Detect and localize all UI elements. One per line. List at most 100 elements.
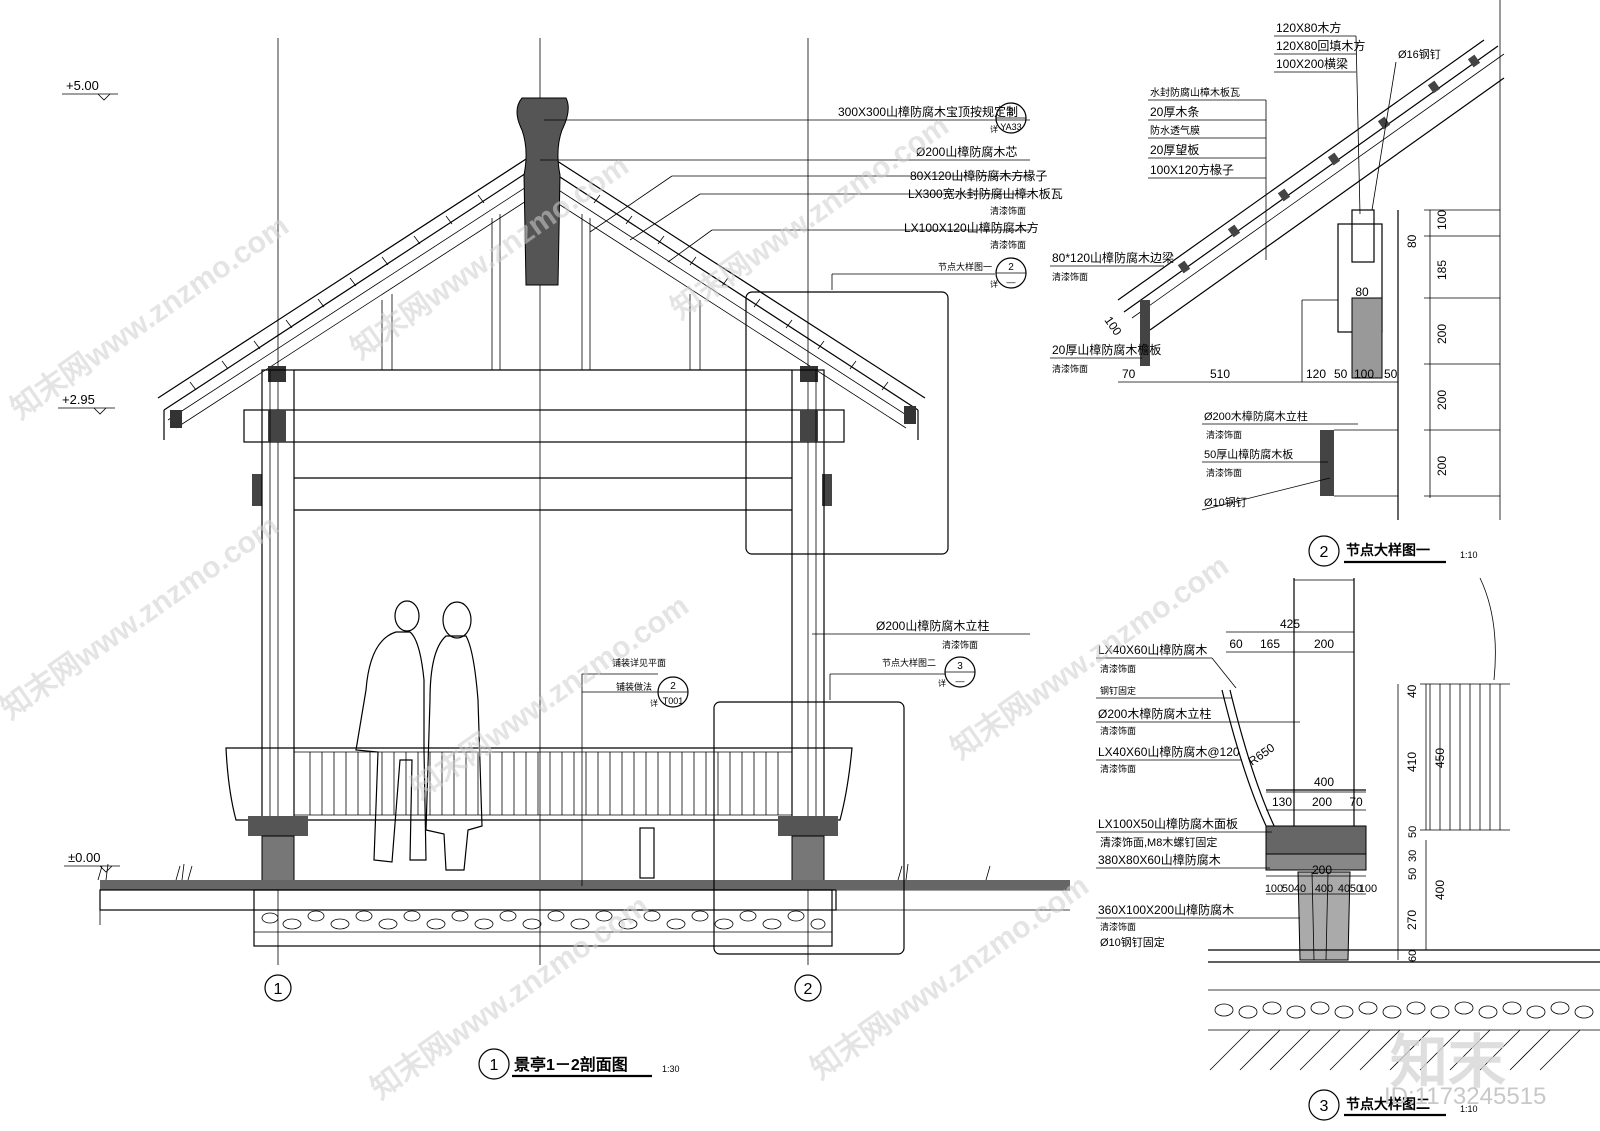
bench (225, 747, 853, 883)
svg-text:知末网www.znzmo.com: 知末网www.znzmo.com (345, 149, 635, 366)
svg-text:2: 2 (670, 681, 676, 692)
svg-text:200: 200 (1312, 863, 1332, 877)
svg-text:20厚木条: 20厚木条 (1150, 105, 1199, 119)
svg-text:40: 40 (1405, 684, 1419, 698)
svg-text:40: 40 (1294, 883, 1306, 895)
svg-text:1: 1 (274, 981, 283, 998)
svg-text:3: 3 (1320, 1098, 1329, 1115)
svg-text:400: 400 (1315, 883, 1333, 895)
ref-bubble-detail2: 3 — 详 (938, 656, 976, 688)
svg-text:50: 50 (1350, 883, 1362, 895)
svg-text:清漆饰面: 清漆饰面 (1100, 763, 1136, 774)
svg-text:知末网www.znzmo.com: 知末网www.znzmo.com (945, 549, 1235, 766)
svg-text:70: 70 (1122, 367, 1136, 381)
label-detail-ref-2: 节点大样图二 (882, 657, 936, 668)
svg-text:详: 详 (938, 678, 946, 688)
watermark-logo: 知末 (1390, 1030, 1506, 1095)
people-figures (355, 600, 483, 871)
label-crossbeam: 100X200横梁 (1276, 56, 1348, 71)
svg-text:200: 200 (1314, 637, 1334, 651)
label-timber-1: 120X80木方 (1276, 20, 1341, 35)
svg-text:清漆饰面,M8木螺钉固定: 清漆饰面,M8木螺钉固定 (1100, 835, 1217, 849)
svg-text:50: 50 (1334, 367, 1348, 381)
svg-text:R650: R650 (1246, 740, 1278, 768)
svg-text:—: — (1007, 277, 1016, 287)
svg-text:水封防腐山樟木板瓦: 水封防腐山樟木板瓦 (1150, 86, 1240, 99)
detail2-labels: LX40X60山樟防腐木 清漆饰面 钢钉固定 Ø200木樟防腐木立柱 清漆饰面 … (1096, 642, 1300, 949)
axis-bubble-2: 2 (794, 974, 822, 1002)
detail-callout-box-1 (745, 291, 949, 555)
svg-text:知末网www.znzmo.com: 知末网www.znzmo.com (665, 109, 955, 326)
fascia-board (1140, 300, 1150, 366)
svg-text:130: 130 (1272, 795, 1292, 809)
svg-text:LX40X60山樟防腐木@120: LX40X60山樟防腐木@120 (1098, 744, 1240, 759)
svg-text:450: 450 (1433, 748, 1447, 768)
svg-text:165: 165 (1260, 637, 1280, 651)
detail-1: 70 510 120 50 100 50 80 80 100 100 185 2… (1050, 0, 1505, 567)
svg-text:40: 40 (1338, 883, 1350, 895)
svg-text:30: 30 (1407, 850, 1419, 862)
svg-text:60: 60 (1407, 950, 1419, 962)
svg-text:节点大样图二: 节点大样图二 (1346, 1096, 1430, 1112)
elevation-top: +5.00 (62, 78, 118, 101)
svg-text:防水透气膜: 防水透气膜 (1150, 124, 1200, 137)
svg-text:100X120方椽子: 100X120方椽子 (1150, 162, 1234, 177)
svg-text:清漆饰面: 清漆饰面 (1100, 725, 1136, 736)
elevation-ground: ±0.00 (64, 850, 120, 873)
label-core: Ø200山樟防腐木芯 (916, 144, 1017, 159)
label-finial: 300X300山樟防腐木宝顶按规定制 (838, 104, 1018, 119)
beams (243, 366, 845, 511)
svg-text:410: 410 (1405, 752, 1419, 772)
main-section-title: 1 景亭1－2剖面图 1:30 (478, 1048, 680, 1080)
svg-text:120: 120 (1306, 367, 1326, 381)
svg-text:400: 400 (1433, 880, 1447, 900)
watermark-id: ID:1173245515 (1384, 1083, 1546, 1110)
svg-text:2: 2 (804, 981, 813, 998)
svg-text:100: 100 (1435, 210, 1449, 230)
svg-text:380X80X60山樟防腐木: 380X80X60山樟防腐木 (1098, 852, 1221, 867)
svg-text:425: 425 (1280, 617, 1300, 631)
label-finish-1: 清漆饰面 (990, 205, 1026, 216)
svg-text:LX40X60山樟防腐木: LX40X60山樟防腐木 (1098, 642, 1207, 657)
svg-text:1:30: 1:30 (662, 1064, 680, 1074)
svg-text:185: 185 (1435, 260, 1449, 280)
svg-text:60: 60 (1229, 637, 1243, 651)
svg-text:2: 2 (1008, 107, 1014, 118)
elevation-mid: +2.95 (58, 392, 115, 415)
svg-text:2: 2 (1320, 544, 1329, 561)
leader-lines (540, 119, 1030, 886)
ground (97, 863, 1070, 947)
svg-text:T001: T001 (663, 696, 684, 706)
svg-text:知末网www.znzmo.com: 知末网www.znzmo.com (805, 869, 1095, 1086)
label-pin: Ø10钢钉 (1204, 496, 1247, 509)
svg-text:200: 200 (1435, 390, 1449, 410)
label-finish-3: 清漆饰面 (942, 639, 978, 650)
svg-text:80: 80 (1355, 285, 1369, 299)
svg-text:50: 50 (1407, 868, 1419, 880)
label-rafter: 80X120山樟防腐木方椽子 (910, 168, 1047, 183)
svg-text:详: 详 (650, 698, 658, 708)
label-paving-method: 铺装做法 (616, 681, 652, 692)
svg-text:清漆饰面: 清漆饰面 (1052, 271, 1088, 282)
svg-text:200: 200 (1435, 324, 1449, 344)
detail1-title: 2 节点大样图一 1:10 (1308, 535, 1478, 567)
label-detail-ref-1: 节点大样图一 (938, 261, 992, 272)
svg-text:节点大样图一: 节点大样图一 (1346, 542, 1430, 558)
svg-text:清漆饰面: 清漆饰面 (1100, 663, 1136, 674)
svg-text:50: 50 (1384, 367, 1398, 381)
label-finish-2: 清漆饰面 (990, 239, 1026, 250)
elevation-ground-label: ±0.00 (68, 850, 100, 865)
svg-text:钢钉固定: 钢钉固定 (1100, 685, 1136, 696)
label-timber-2: 120X80回填木方 (1276, 38, 1365, 53)
svg-text:100: 100 (1359, 883, 1377, 895)
label-plank: 50厚山樟防腐木板 (1204, 447, 1293, 461)
svg-text:20厚望板: 20厚望板 (1150, 143, 1199, 157)
svg-text:50: 50 (1282, 883, 1294, 895)
svg-text:80: 80 (1405, 234, 1419, 248)
label-post-detail1: Ø200木樟防腐木立柱 (1204, 409, 1308, 423)
svg-text:100: 100 (1354, 367, 1374, 381)
label-eave-board: 20厚山樟防腐木檐板 (1052, 342, 1161, 357)
svg-text:清漆饰面: 清漆饰面 (1206, 429, 1242, 440)
svg-text:景亭1－2剖面图: 景亭1－2剖面图 (514, 1055, 628, 1074)
